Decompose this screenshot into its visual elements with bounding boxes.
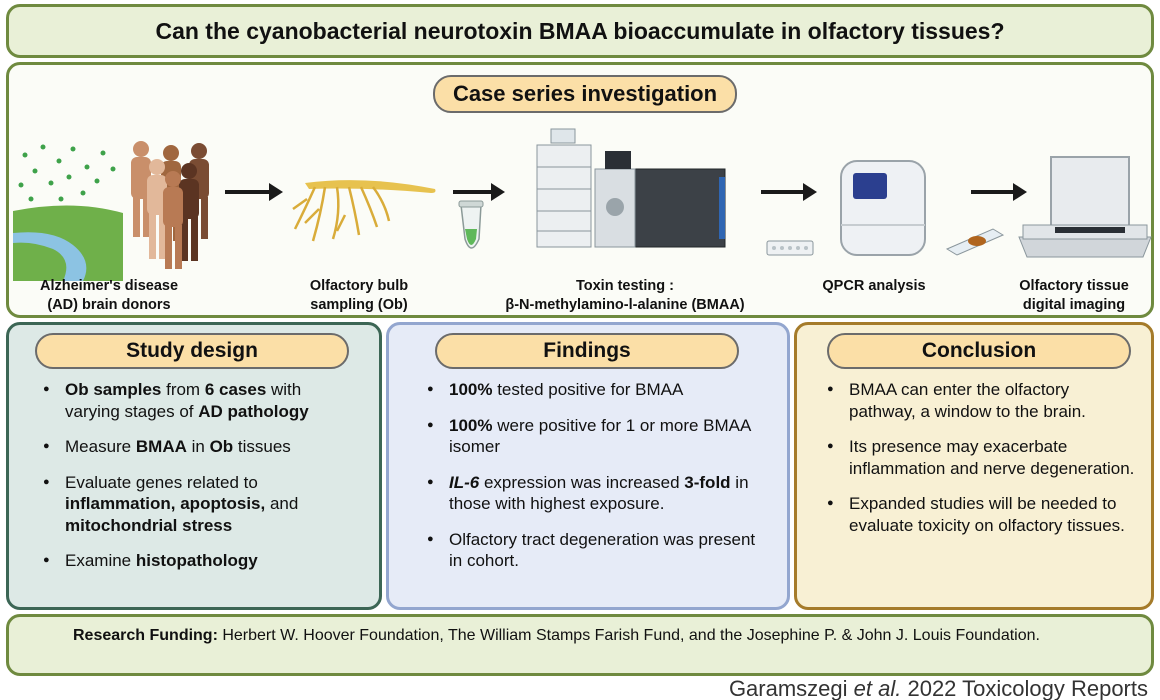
flow-arrow-2 xyxy=(453,183,505,201)
list-item: 100% tested positive for BMAA xyxy=(423,379,773,401)
study-design-panel: Study design Ob samples from 6 cases wit… xyxy=(6,322,382,610)
citation: Garamszegi et al. 2022 Toxicology Report… xyxy=(729,676,1148,700)
list-item-text: tested positive for BMAA xyxy=(492,380,684,399)
list-item-text: inflammation, apoptosis, xyxy=(65,494,266,513)
list-item-text: mitochondrial stress xyxy=(65,515,233,535)
list-item-text: AD pathology xyxy=(198,401,309,421)
list-item-text: Evaluate genes related to xyxy=(65,472,258,492)
list-item: Evaluate genes related to inflammation, … xyxy=(39,472,359,537)
citation-rest: 2022 Toxicology Reports xyxy=(901,676,1148,700)
list-item-text: in xyxy=(186,437,210,456)
slide-scanner-icon xyxy=(1018,156,1152,258)
list-item-text: Olfactory tract degeneration was present… xyxy=(449,529,756,571)
funding-banner: Research Funding: Herbert W. Hoover Foun… xyxy=(6,614,1154,676)
list-item-text: Measure xyxy=(65,437,136,456)
alzheimers-donors-illustration xyxy=(13,141,209,281)
flow-arrow-1 xyxy=(225,183,283,201)
qpcr-machine-icon xyxy=(840,160,926,256)
list-item-text: histopathology xyxy=(135,551,258,570)
list-item-text: 100% xyxy=(449,415,493,435)
people-icon xyxy=(131,141,209,269)
list-item: Measure BMAA in Ob tissues xyxy=(39,436,359,458)
page-title: Can the cyanobacterial neurotoxin BMAA b… xyxy=(155,17,1005,44)
list-item: Expanded studies will be needed to evalu… xyxy=(823,493,1139,536)
list-item-text: Ob xyxy=(209,437,234,456)
list-item-text: expression was increased xyxy=(479,472,685,492)
citation-etal: et al. xyxy=(853,676,902,700)
study-design-heading: Study design xyxy=(35,333,349,369)
conclusion-list: BMAA can enter the olfactory pathway, a … xyxy=(823,379,1139,550)
list-item-text: Examine xyxy=(65,551,136,570)
list-item: IL-6 expression was increased 3-fold in … xyxy=(423,472,773,515)
list-item-text: from xyxy=(161,380,205,399)
citation-author: Garamszegi xyxy=(728,676,854,700)
list-item-text: were positive for 1 or more BMAA isomer xyxy=(449,415,751,457)
list-item-text: with varying stages of xyxy=(65,380,302,421)
findings-heading: Findings xyxy=(435,333,739,369)
flow-arrow-3 xyxy=(761,183,817,201)
sample-tube-icon xyxy=(458,200,484,249)
olfactory-bulb-icon xyxy=(292,180,436,242)
list-item: BMAA can enter the olfactory pathway, a … xyxy=(823,379,1139,422)
list-item: Olfactory tract degeneration was present… xyxy=(423,529,773,572)
conclusion-panel: Conclusion BMAA can enter the olfactory … xyxy=(794,322,1154,610)
toxin-dots-icon xyxy=(18,144,116,202)
case-series-panel: Case series investigation xyxy=(6,62,1154,318)
list-item-text: IL-6 xyxy=(449,472,480,492)
microscope-slide-icon xyxy=(945,228,1005,256)
list-item-text: Ob samples xyxy=(65,380,162,399)
step-label-toxin-testing: Toxin testing :β-N-methylamino-l-alanine… xyxy=(505,278,745,313)
findings-list: 100% tested positive for BMAA100% were p… xyxy=(423,379,773,586)
list-item-text: BMAA can enter the olfactory pathway, a … xyxy=(849,380,1086,421)
funding-text: Research Funding: Herbert W. Hoover Foun… xyxy=(73,625,1133,646)
title-banner: Can the cyanobacterial neurotoxin BMAA b… xyxy=(6,4,1154,58)
list-item-text: 3-fold xyxy=(684,472,731,492)
list-item-text: Expanded studies will be needed to evalu… xyxy=(849,494,1125,535)
list-item-text: and xyxy=(265,494,299,513)
study-design-list: Ob samples from 6 cases with varying sta… xyxy=(39,379,359,586)
list-item-text: in those with highest exposure. xyxy=(449,472,749,514)
well-plate-icon xyxy=(766,240,814,256)
list-item-text: 100% xyxy=(449,380,493,399)
list-item-text: Its presence may exacerbate inflammation… xyxy=(849,437,1135,478)
list-item-text: 6 cases xyxy=(204,380,267,399)
list-item: Its presence may exacerbate inflammation… xyxy=(823,436,1139,479)
funding-sources: Herbert W. Hoover Foundation, The Willia… xyxy=(217,627,1040,644)
list-item-text: BMAA xyxy=(135,437,187,456)
funding-label: Research Funding: xyxy=(73,627,218,644)
case-series-heading: Case series investigation xyxy=(433,75,737,113)
list-item: Ob samples from 6 cases with varying sta… xyxy=(39,379,359,422)
step-label-ad-donors: Alzheimer's disease(AD) brain donors xyxy=(39,278,179,313)
conclusion-heading: Conclusion xyxy=(827,333,1131,369)
findings-panel: Findings 100% tested positive for BMAA10… xyxy=(386,322,790,610)
hplc-mass-spec-icon xyxy=(536,128,726,248)
list-item: Examine histopathology xyxy=(39,550,359,572)
list-item: 100% were positive for 1 or more BMAA is… xyxy=(423,415,773,458)
flow-arrow-4 xyxy=(971,183,1027,201)
step-label-qpcr: QPCR analysis xyxy=(822,278,926,294)
river-landscape-icon xyxy=(13,205,123,281)
list-item-text: tissues xyxy=(233,437,291,456)
